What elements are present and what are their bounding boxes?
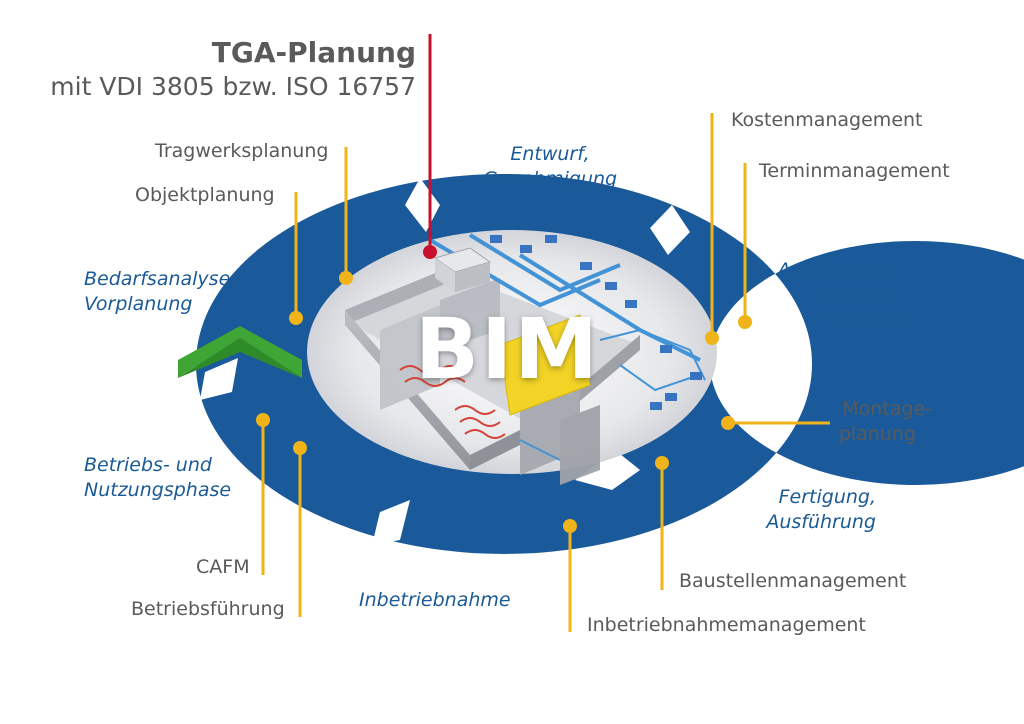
callout-objektplanung: Objektplanung	[135, 184, 275, 206]
title-line-1: TGA-Planung	[211, 36, 416, 69]
bim-center-label: BIM	[415, 300, 600, 398]
callout-montage-line-1: Montage-	[842, 398, 932, 420]
phase-entwurf-line-1: Entwurf,	[510, 143, 590, 165]
title-line-2: mit VDI 3805 bzw. ISO 16757	[50, 72, 416, 101]
phase-betrieb-line-1: Betriebs- und	[84, 454, 212, 476]
phase-entwurf-line-2: Genehmigung	[482, 168, 618, 190]
callout-terminmanagement: Terminmanagement	[759, 160, 950, 182]
callout-dots	[256, 271, 752, 533]
callout-tragwerksplanung: Tragwerksplanung	[155, 140, 329, 162]
phase-bedarfsanalyse-line-1: Bedarfsanalyse,	[84, 268, 237, 290]
callout-baustellenmanagement: Baustellenmanagement	[679, 570, 907, 592]
phase-inbetriebnahme: Inbetriebnahme	[359, 589, 511, 611]
phase-fertigung-line-2: Ausführung	[766, 511, 876, 533]
tga-callout-dot	[423, 245, 437, 259]
callout-kostenmanagement: Kostenmanagement	[731, 109, 923, 131]
building-model	[345, 233, 706, 485]
phase-ausfuehrungsplanung-line-1: Ausführungs-	[777, 259, 904, 281]
green-direction-arrow	[178, 326, 302, 378]
callout-cafm: CAFM	[196, 556, 250, 578]
phase-fertigung-line-1: Fertigung,	[778, 486, 876, 508]
phase-bedarfsanalyse-line-2: Vorplanung	[84, 293, 193, 315]
phase-betrieb-line-2: Nutzungsphase	[84, 479, 232, 501]
ring-segment-gaps	[200, 178, 812, 545]
phase-ausfuehrungsplanung-line-2: planung,	[820, 284, 904, 306]
phase-ausfuehrungsplanung-line-3: Vergabe	[825, 309, 904, 331]
callout-montage-line-2: planung	[838, 423, 916, 445]
callout-inbetriebnahmemanagement: Inbetriebnahmemanagement	[587, 614, 866, 636]
callout-betriebsfuehrung: Betriebsführung	[131, 598, 285, 620]
